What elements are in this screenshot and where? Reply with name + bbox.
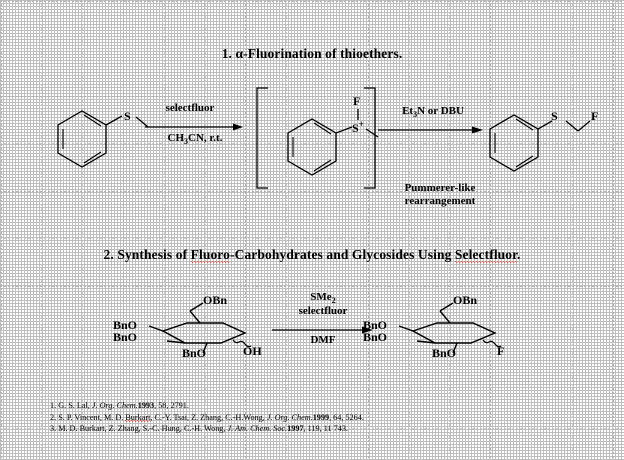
footnote-1-index: 1. — [50, 401, 57, 410]
section-2-heading: 2. Synthesis of Fluoro-Carbohydrates and… — [0, 247, 624, 263]
reagent-sme2-part1: SMe — [310, 291, 332, 303]
scheme-1-conditions-above: selectfluor — [140, 102, 240, 115]
solvent-ch3cn-part1: CH — [167, 132, 185, 144]
product-1-fluorine-label: F — [591, 109, 599, 123]
section-2-prefix: 2. Synthesis of — [103, 247, 191, 262]
product-2-obn-label: OBn — [453, 293, 478, 307]
pummerer-rearrangement-caption: Pummerer-like rearrangement — [360, 182, 520, 208]
pummerer-caption-line-1: Pummerer-like — [404, 182, 476, 194]
product-2-bno-bottom-label: BnO — [432, 346, 457, 360]
reagent-sme2: SMe2 — [268, 291, 378, 305]
reactant-2-obn-label: OBn — [203, 293, 228, 307]
footnote-2-authors-post: , C.-Y. Tsai, Z. Zhang, C.-H.Wong, — [150, 412, 265, 422]
footnote-2-authors-pre: S. P. Vincent, M. D. — [58, 412, 126, 422]
footnote-3-journal: J. Am. Chem. Soc. — [227, 424, 288, 434]
footnote-3-index: 3. — [50, 424, 57, 434]
footnote-list: 1. G. S. Lal, J. Org. Chem.1993, 58, 279… — [50, 400, 364, 435]
footnote-3-rest: , 119, 11 743. — [303, 424, 348, 434]
footnote-2-index: 2. — [50, 412, 57, 422]
footnote-3-authors: M. D. Burkart, Z. Zhang, S.-C. Hung, C.-… — [58, 424, 226, 434]
scheme-1-conditions-2-above: Et3N or DBU — [378, 105, 488, 119]
sulfonium-s: S — [352, 121, 359, 135]
base-et3n-part1: Et — [402, 105, 414, 117]
scheme-1-conditions-below: CH3CN, r.t. — [140, 132, 250, 146]
footnote-2-journal: J. Org. Chem. — [266, 412, 313, 422]
section-1-number: 1. — [221, 46, 233, 61]
section-2-suffix: . — [516, 247, 521, 262]
reaction-arrow-3 — [272, 326, 373, 334]
footnote-2-rest: , 64, 5264. — [329, 412, 364, 422]
section-2-misspelled-fluoro: Fluoro — [190, 247, 231, 263]
pummerer-caption-line-2: rearrangement — [404, 195, 476, 208]
reactant-2-oh-label: OH — [243, 344, 262, 358]
reactant-2-pyranose-structure — [148, 302, 252, 354]
conditions-selectfluor-label: selectfluor — [165, 102, 215, 114]
solvent-ch3cn-subscript: 3 — [184, 137, 189, 147]
base-et3n-part2: N or DBU — [417, 105, 464, 117]
reagent-selectfluor: selectfluor — [298, 305, 348, 318]
footnote-1-rest: , 58, 2791. — [154, 401, 189, 410]
solvent-dmf-label: DMF — [310, 334, 336, 346]
footnote-1-authors: G. S. Lal, — [58, 401, 90, 410]
footnote-1-journal: J. Org. Chem. — [91, 401, 138, 410]
reactant-1-sulfur-label: S — [124, 109, 131, 123]
product-2-fluorine-label: F — [497, 344, 505, 358]
section-2-misspelled-selectfluor: Selectfluor — [454, 247, 517, 263]
footnote-3-year: 1997 — [287, 424, 304, 434]
footnote-item-3: 3. M. D. Burkart, Z. Zhang, S.-C. Hung, … — [50, 423, 364, 435]
product-1-sulfur-label: S — [551, 109, 558, 123]
footnote-1-year: 1993 — [137, 401, 155, 410]
scheme-2-conditions-below: DMF — [268, 334, 378, 347]
footnote-2-year: 1999 — [312, 412, 330, 422]
reactant-2-bno-upper-label: BnO — [113, 318, 138, 332]
scheme-2-fluoro-carbohydrate: OBn BnO BnO BnO OH SMe2 selectfluor DMF — [0, 285, 624, 375]
base-et3n-subscript: 3 — [413, 110, 418, 120]
product-2-bno-upper-label: BnO — [363, 318, 388, 332]
intermediate-fluorine-label: F — [353, 94, 361, 108]
product-2-glycosyl-fluoride-structure — [398, 302, 502, 354]
scheme-1-alpha-fluorination: S selectfluor CH3CN, r.t. — [0, 85, 624, 205]
scheme-2-conditions-above: SMe2 selectfluor — [268, 291, 378, 318]
product-2-bno-lower-label: BnO — [363, 330, 388, 344]
sulfonium-positive-charge: + — [358, 119, 364, 129]
reaction-arrow-1 — [145, 123, 243, 131]
reaction-arrow-2 — [378, 126, 483, 134]
solvent-ch3cn-part2: CN, r.t. — [188, 132, 223, 144]
footnote-item-1: 1. G. S. Lal, J. Org. Chem.1993, 58, 279… — [50, 400, 364, 412]
intermediate-fluorosulfonium-structure — [287, 109, 379, 176]
reagent-sme2-subscript: 2 — [331, 296, 336, 306]
footnote-item-2: 2. S. P. Vincent, M. D. Burkart, C.-Y. T… — [50, 412, 364, 424]
section-1-title: α-Fluorination of thioethers. — [232, 46, 403, 61]
intermediate-brackets — [256, 87, 376, 189]
product-1-fluoromethyl-phenyl-sulfide-structure — [489, 114, 591, 172]
intermediate-sulfonium-label: S+ — [352, 119, 364, 136]
reactant-2-bno-bottom-label: BnO — [182, 346, 207, 360]
section-1-heading: 1. α-Fluorination of thioethers. — [0, 46, 624, 62]
footnote-2-misspelled-burkart: Burkart — [125, 412, 151, 422]
section-2-middle: -Carbohydrates and Glycosides Using — [230, 247, 455, 262]
reactant-2-bno-lower-label: BnO — [113, 330, 138, 344]
reactant-1-thioanisole-structure — [57, 110, 149, 168]
